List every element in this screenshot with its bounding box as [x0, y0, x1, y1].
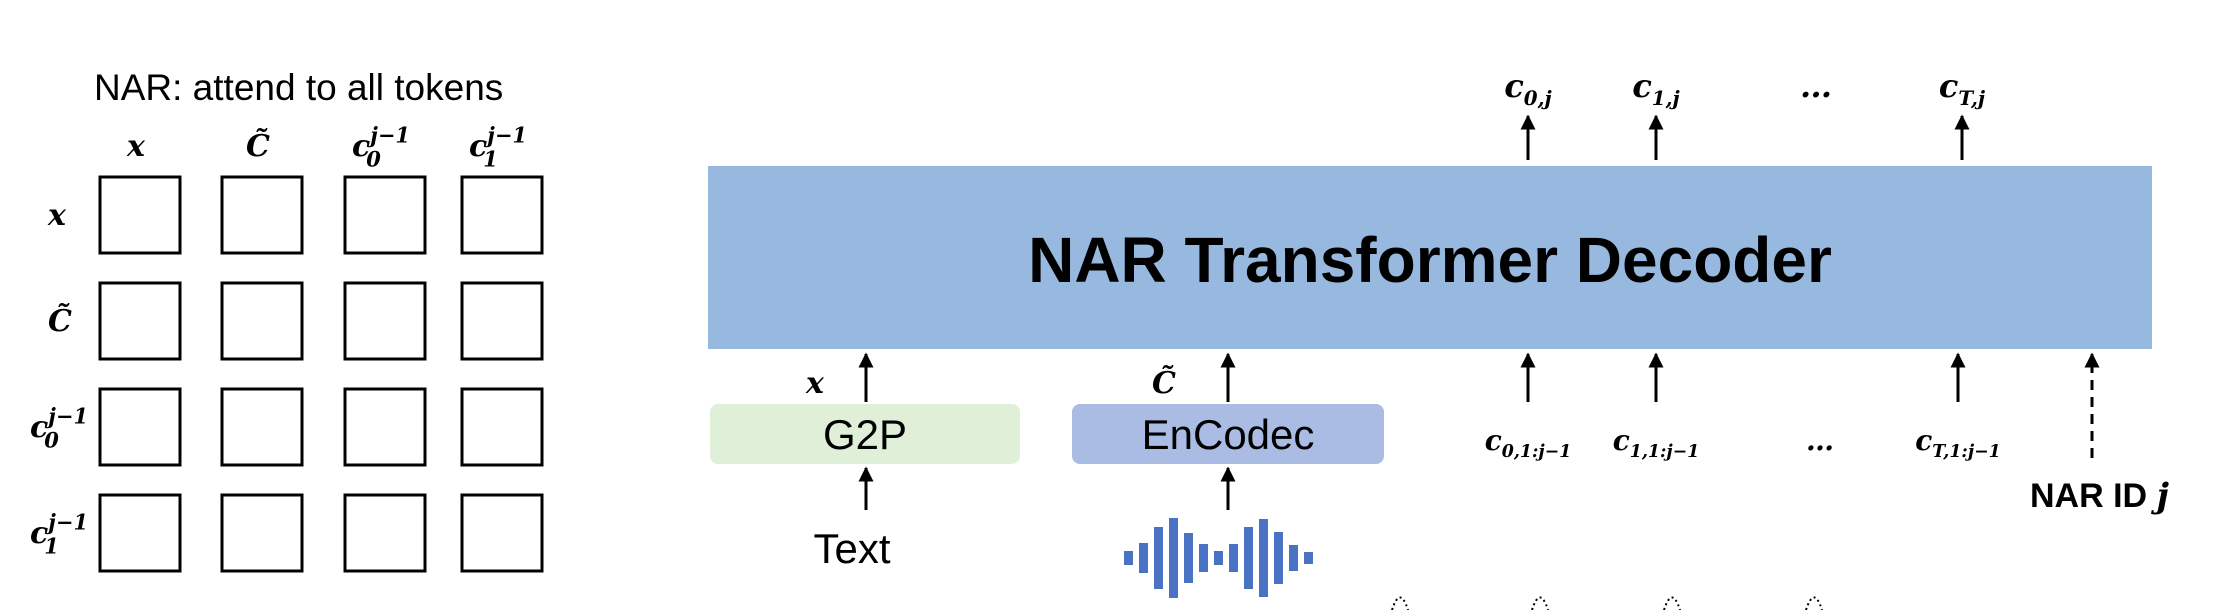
- decoder-input-label: c0,1:j−1: [1485, 424, 1572, 462]
- waveform-bar: [1154, 527, 1163, 589]
- waveform-bar: [1229, 544, 1238, 572]
- column-label: C̃: [246, 129, 270, 164]
- attention-cell: [98, 387, 182, 467]
- row-label: cj−1: [30, 404, 88, 446]
- attention-cell: [220, 387, 304, 467]
- waveform-bar: [1289, 545, 1298, 571]
- waveform-bar: [1304, 552, 1313, 564]
- waveform-bar: [1199, 544, 1208, 572]
- decoder-outputs: c0,j c1,j … cT,j: [1504, 67, 1986, 160]
- attention-cell: [220, 493, 304, 573]
- column-label-sub: 0: [366, 147, 381, 172]
- column-label: cj−1: [469, 123, 527, 165]
- nar-id-label: NAR ID j: [2030, 476, 2170, 516]
- attention-cell: [460, 387, 544, 467]
- g2p-box: [710, 404, 1020, 464]
- decoder-label: NAR Transformer Decoder: [1028, 224, 1832, 296]
- waveform-bar: [1244, 527, 1253, 589]
- attention-cell: [343, 493, 427, 573]
- waveform-bar: [1214, 551, 1223, 565]
- attention-cell: [460, 281, 544, 361]
- row-label: x: [47, 198, 67, 233]
- attention-cell: [343, 281, 427, 361]
- g2p-label: G2P: [823, 411, 907, 458]
- decoder-output-label: …: [1800, 67, 1832, 105]
- column-label: x: [126, 129, 146, 164]
- attention-cell: [460, 175, 544, 255]
- row-label: cj−1: [30, 510, 88, 552]
- column-label-sub: 1: [483, 147, 498, 172]
- waveform-bar: [1139, 543, 1148, 573]
- decoder-input-label: c1,1:j−1: [1613, 424, 1700, 462]
- nar-transformer-decoder: [708, 166, 2152, 349]
- column-label: cj−1: [352, 123, 410, 165]
- encodec-label: EnCodec: [1142, 411, 1315, 458]
- row-label: C̃: [48, 304, 72, 339]
- audio-waveform-icon: [1124, 518, 1313, 598]
- encodec-output-label: C̃: [1152, 366, 1176, 401]
- attention-cell: [343, 387, 427, 467]
- row-label-sub: 1: [44, 534, 59, 559]
- waveform-bar: [1259, 519, 1268, 597]
- decoder-input-label: …: [1806, 424, 1834, 457]
- encodec-box: [1072, 404, 1384, 464]
- attention-cell: [98, 493, 182, 573]
- waveform-bar: [1274, 532, 1283, 584]
- attention-cell: [220, 281, 304, 361]
- g2p-output-label: x: [805, 366, 825, 401]
- decoder-inputs: c0,1:j−1 c1,1:j−1 … cT,1:j−1: [1485, 352, 2001, 462]
- row-label-sub: 0: [44, 428, 59, 453]
- attention-title: NAR: attend to all tokens: [94, 67, 503, 108]
- attention-matrix: [98, 175, 544, 573]
- decoder-input-label: cT,1:j−1: [1915, 424, 2001, 462]
- waveform-bar: [1169, 518, 1178, 598]
- text-input-label: Text: [813, 525, 890, 572]
- attention-cell: [220, 175, 304, 255]
- attention-cell: [343, 175, 427, 255]
- decoder-output-label: c0,j: [1504, 67, 1552, 110]
- dotted-marks: [1391, 596, 1823, 610]
- decoder-output-label: c1,j: [1632, 67, 1680, 110]
- waveform-bar: [1124, 551, 1133, 565]
- waveform-bar: [1184, 533, 1193, 583]
- attention-cell: [98, 175, 182, 255]
- attention-cell: [98, 281, 182, 361]
- attention-cell: [460, 493, 544, 573]
- decoder-output-label: cT,j: [1939, 67, 1986, 110]
